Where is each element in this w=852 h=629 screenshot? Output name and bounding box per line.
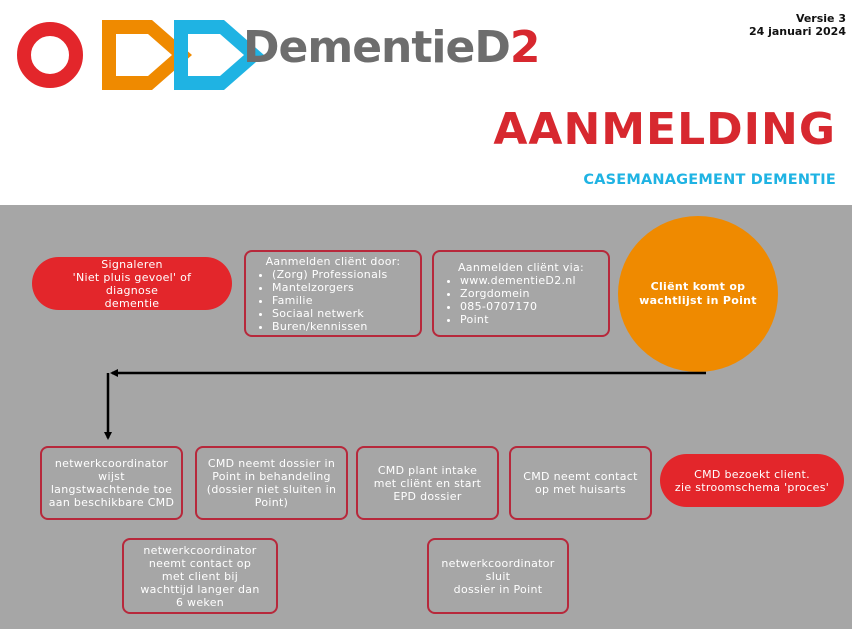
logo-wordmark-main: DementieD: [243, 22, 511, 73]
list-item: 085-0707170: [460, 300, 576, 313]
version-number: Versie 3: [795, 12, 846, 25]
page-title: AANMELDING: [493, 104, 836, 155]
node-line: dementie: [104, 296, 160, 310]
node-aanmelden-via: Aanmelden cliënt via: www.dementieD2.nl …: [432, 250, 610, 337]
node-wijst-toe: netwerkcoordinator wijst langstwachtende…: [40, 446, 183, 520]
node-sluit-dossier: netwerkcoordinator sluit dossier in Poin…: [427, 538, 569, 614]
version-date: 24 januari 2024: [748, 25, 846, 38]
node-dossier-behandeling: CMD neemt dossier in Point in behandelin…: [195, 446, 348, 520]
node-line: zie stroomschema 'proces': [674, 480, 830, 494]
node-wachtlijst: Cliënt komt op wachtlijst in Point: [618, 216, 778, 372]
node-aanmelden-door: Aanmelden cliënt door: (Zorg) Profession…: [244, 250, 422, 337]
node-line: Signaleren: [101, 257, 163, 271]
node-list: www.dementieD2.nl Zorgdomein 085-0707170…: [444, 274, 576, 326]
node-heading: Aanmelden cliënt via:: [457, 261, 585, 274]
node-plant-intake: CMD plant intake met cliënt en start EPD…: [356, 446, 499, 520]
node-line: CMD neemt dossier in: [207, 457, 336, 470]
node-bezoekt-client: CMD bezoekt client. zie stroomschema 'pr…: [660, 454, 844, 507]
list-item: Mantelzorgers: [272, 281, 388, 294]
node-line: 6 weken: [175, 595, 225, 609]
node-line: 'Niet pluis gevoel' of diagnose: [72, 270, 192, 297]
node-line: met cliënt en start: [373, 476, 482, 490]
logo-wordmark-accent: 2: [509, 22, 541, 73]
node-line: aan beschikbare CMD: [48, 496, 175, 509]
node-contact-huisarts: CMD neemt contact op met huisarts: [509, 446, 652, 520]
node-line: Point): [254, 496, 289, 509]
node-signaleren: Signaleren 'Niet pluis gevoel' of diagno…: [32, 257, 232, 310]
node-line: EPD dossier: [393, 489, 462, 503]
node-contact-client: netwerkcoordinator neemt contact op met …: [122, 538, 278, 614]
list-item: Zorgdomein: [460, 287, 576, 300]
node-line: netwerkcoordinator: [54, 457, 169, 470]
list-item: Buren/kennissen: [272, 320, 388, 333]
list-item: (Zorg) Professionals: [272, 268, 388, 281]
node-line: op met huisarts: [534, 483, 627, 496]
logo-red-ring-icon: [17, 22, 83, 88]
node-line: CMD neemt contact: [523, 470, 638, 483]
node-line: CMD plant intake: [377, 463, 478, 477]
list-item: www.dementieD2.nl: [460, 274, 576, 287]
node-heading: Aanmelden cliënt door:: [265, 254, 401, 268]
list-item: Familie: [272, 294, 388, 307]
node-line: sluit: [485, 569, 511, 583]
node-line: langstwachtende toe: [50, 483, 173, 496]
node-line: Point in behandeling: [212, 470, 331, 483]
logo-blue-d-icon: [174, 20, 264, 90]
node-line: wachttijd langer dan: [140, 582, 260, 596]
node-line: wijst: [98, 470, 125, 483]
node-line: netwerkcoordinator: [143, 543, 257, 557]
list-item: Sociaal netwerk: [272, 307, 388, 320]
version-info: Versie 3 24 januari 2024: [749, 12, 846, 38]
logo-orange-d-icon: [102, 20, 192, 90]
node-line: met client bij: [161, 569, 239, 583]
header: DementieD2 Versie 3 24 januari 2024 AANM…: [0, 0, 852, 205]
node-text: Cliënt komt op wachtlijst in Point: [639, 280, 757, 307]
logo-wordmark: DementieD2: [243, 22, 541, 73]
node-list: (Zorg) Professionals Mantelzorgers Famil…: [256, 268, 388, 333]
page-subtitle: CASEMANAGEMENT DEMENTIE: [583, 172, 836, 188]
node-line: dossier in Point: [453, 582, 543, 596]
node-line: neemt contact op: [148, 556, 252, 570]
node-line: CMD bezoekt client.: [694, 467, 810, 481]
dementied2-logo: [17, 20, 264, 90]
list-item: Point: [460, 313, 576, 326]
node-line: netwerkcoordinator: [441, 556, 555, 570]
node-line: (dossier niet sluiten in: [206, 483, 337, 496]
